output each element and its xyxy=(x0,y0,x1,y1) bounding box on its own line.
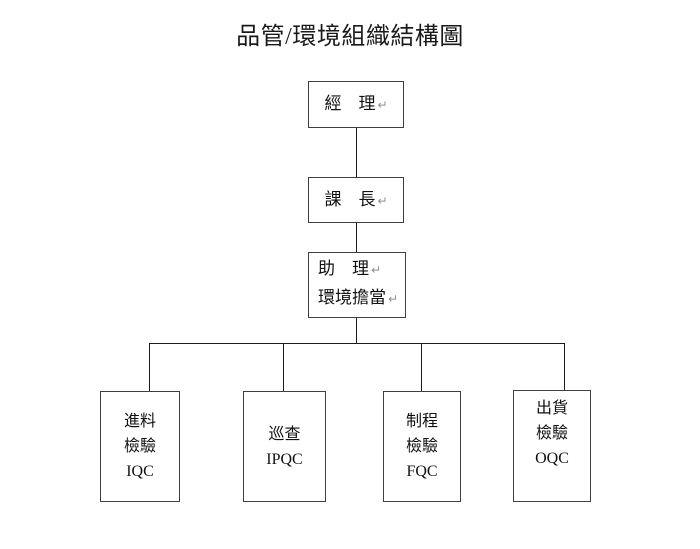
connector-assistant-bus xyxy=(356,318,357,343)
connector-manager-chief xyxy=(356,128,357,177)
node-fqc: 制程 檢驗 FQC xyxy=(383,391,461,502)
node-oqc: 出貨 檢驗 OQC xyxy=(513,390,591,502)
chart-title: 品管/環境組織結構圖 xyxy=(236,24,464,50)
node-oqc-row-1: 出貨 xyxy=(514,396,590,421)
node-assistant-row-1: 助 理↵ xyxy=(318,255,405,284)
connector-drop-fqc xyxy=(421,343,422,391)
connector-drop-iqc xyxy=(149,343,150,391)
node-assistant-row-2: 環境擔當↵ xyxy=(318,284,405,313)
node-fqc-row-3: FQC xyxy=(384,459,460,484)
node-ipqc-label-2: IPQC xyxy=(266,450,303,468)
node-fqc-row-1: 制程 xyxy=(384,409,460,434)
node-oqc-label-2: 檢驗 xyxy=(535,425,568,442)
node-iqc-row-2: 檢驗 xyxy=(101,434,179,459)
node-assistant-sublabel: 環境擔當 xyxy=(318,288,386,307)
node-ipqc-row-2: IPQC xyxy=(244,447,325,472)
node-iqc-row-1: 進料 xyxy=(101,409,179,434)
node-section-chief-row: 課 長↵ xyxy=(309,187,403,214)
node-ipqc-label-1: 巡查 xyxy=(268,425,301,443)
node-fqc-label-3: FQC xyxy=(406,463,438,480)
node-assistant-label: 助 理 xyxy=(318,259,369,278)
node-iqc-label-3: IQC xyxy=(126,463,154,480)
node-manager-label: 經 理 xyxy=(324,94,376,113)
node-oqc-label-3: OQC xyxy=(535,450,569,467)
node-iqc: 進料 檢驗 IQC xyxy=(100,391,180,502)
node-oqc-label-1: 出貨 xyxy=(535,400,568,417)
node-ipqc: 巡查 IPQC xyxy=(243,391,326,502)
return-mark-icon: ↵ xyxy=(388,292,399,306)
return-mark-icon: ↵ xyxy=(377,98,388,112)
return-mark-icon: ↵ xyxy=(371,263,382,277)
node-section-chief: 課 長↵ xyxy=(308,177,404,223)
connector-drop-oqc xyxy=(564,343,565,390)
node-oqc-row-2: 檢驗 xyxy=(514,421,590,446)
node-ipqc-row-1: 巡查 xyxy=(244,422,325,447)
connector-horizontal-bus xyxy=(149,343,565,344)
node-fqc-row-2: 檢驗 xyxy=(384,434,460,459)
node-iqc-row-3: IQC xyxy=(101,459,179,484)
return-mark-icon: ↵ xyxy=(377,193,388,208)
node-manager-row: 經 理↵ xyxy=(309,91,403,118)
connector-drop-ipqc xyxy=(283,343,284,391)
node-manager: 經 理↵ xyxy=(308,81,404,128)
node-iqc-label-2: 檢驗 xyxy=(123,438,156,455)
node-fqc-label-1: 制程 xyxy=(405,413,438,430)
node-fqc-label-2: 檢驗 xyxy=(405,438,438,455)
node-oqc-row-3: OQC xyxy=(514,446,590,471)
node-section-chief-label: 課 長 xyxy=(324,189,376,209)
node-assistant: 助 理↵ 環境擔當↵ xyxy=(308,252,406,318)
node-iqc-label-1: 進料 xyxy=(123,413,156,430)
connector-chief-assistant xyxy=(356,223,357,252)
